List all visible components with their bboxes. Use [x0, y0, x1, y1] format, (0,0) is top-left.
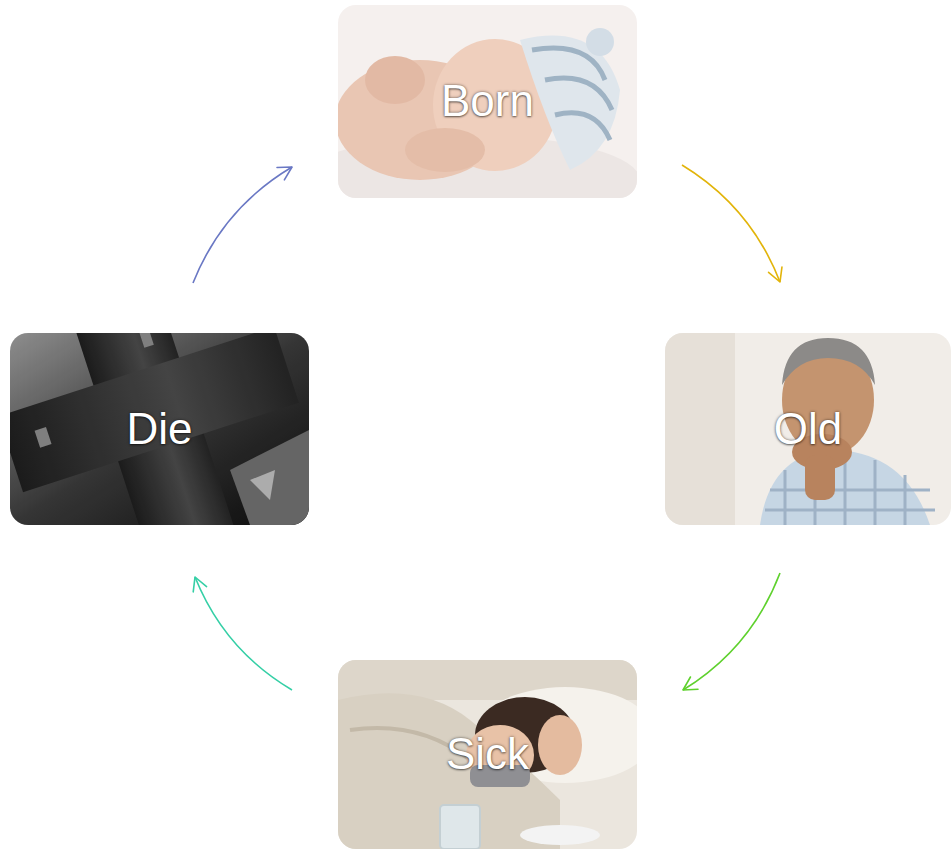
arrow-line [682, 165, 780, 282]
gravestone-photo [10, 333, 309, 525]
sick-woman-photo [338, 660, 637, 849]
arrow-line [683, 573, 780, 690]
photo-box: Born [338, 5, 637, 198]
stage-label: Die [126, 405, 192, 453]
photo-box: Sick [338, 660, 637, 849]
arrow-line [195, 577, 292, 690]
photo-box: Die [10, 333, 309, 525]
stage-label: Old [774, 405, 842, 453]
arrow-head [277, 167, 292, 180]
stage-label: Born [441, 77, 534, 125]
photo-box: Old [665, 333, 951, 525]
baby-photo [338, 5, 637, 198]
old-man-photo [665, 333, 951, 525]
arrow-head [683, 677, 698, 690]
cycle-arrow [682, 165, 782, 282]
cycle-arrow [193, 577, 292, 690]
arrow-line [193, 167, 292, 283]
cycle-arrow [193, 167, 292, 283]
cycle-arrow [683, 573, 780, 690]
arrow-head [193, 577, 206, 592]
arrow-head [769, 267, 782, 282]
stage-label: Sick [446, 730, 529, 778]
